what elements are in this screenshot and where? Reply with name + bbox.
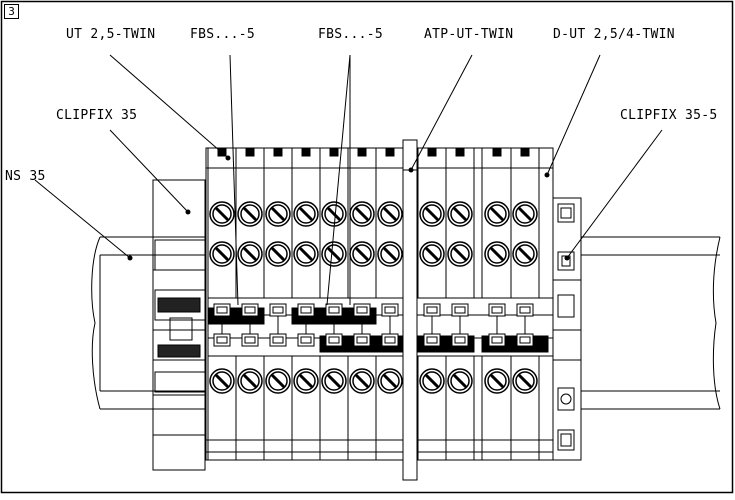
label-clipfix-35-5: CLIPFIX 35-5 xyxy=(620,108,718,123)
screw-icon xyxy=(265,241,291,267)
screw-icon xyxy=(321,368,347,394)
screw-icon xyxy=(349,368,375,394)
screw-icon xyxy=(512,201,538,227)
screw-icon xyxy=(265,201,291,227)
figure-number: 3 xyxy=(4,4,19,19)
screw-icon xyxy=(484,241,510,267)
screw-icon xyxy=(265,368,291,394)
leader-lines xyxy=(34,54,663,306)
screw-icon xyxy=(377,201,403,227)
screw-icon xyxy=(237,368,263,394)
screw-icon xyxy=(447,241,473,267)
screw-icon xyxy=(377,241,403,267)
screw-icon xyxy=(484,368,510,394)
atp-ut-twin-plate xyxy=(402,139,418,481)
screw-icon xyxy=(321,241,347,267)
screw-icon xyxy=(512,241,538,267)
screw-icon xyxy=(209,241,235,267)
screw-icon xyxy=(484,201,510,227)
label-d-ut-twin: D-UT 2,5/4-TWIN xyxy=(553,27,675,42)
screw-icon xyxy=(447,368,473,394)
screw-icon xyxy=(377,368,403,394)
screw-icon xyxy=(237,201,263,227)
screw-icon xyxy=(419,241,445,267)
label-ut-twin: UT 2,5-TWIN xyxy=(66,27,156,42)
screw-icon xyxy=(237,241,263,267)
screw-icon xyxy=(209,368,235,394)
screw-icon xyxy=(293,241,319,267)
clipfix-35-end-clamp xyxy=(152,179,206,471)
screw-icon xyxy=(293,201,319,227)
label-fbs-right: FBS...-5 xyxy=(318,27,384,42)
screw-icon xyxy=(447,201,473,227)
label-ns-35: NS 35 xyxy=(5,169,46,184)
screw-icon xyxy=(293,368,319,394)
label-atp-ut-twin: ATP-UT-TWIN xyxy=(424,27,514,42)
screw-icon xyxy=(512,368,538,394)
leader-dots xyxy=(127,155,570,261)
label-clipfix-35: CLIPFIX 35 xyxy=(56,108,138,123)
label-fbs-left: FBS...-5 xyxy=(190,27,256,42)
screw-icon xyxy=(419,201,445,227)
terminal-block-strip xyxy=(205,147,554,461)
clipfix-35-5-end-clamp xyxy=(552,197,582,461)
screw-icon xyxy=(419,368,445,394)
screw-icon xyxy=(209,201,235,227)
